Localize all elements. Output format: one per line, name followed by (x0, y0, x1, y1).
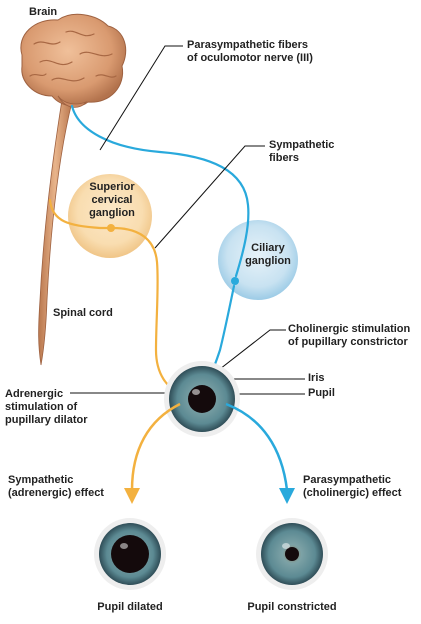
sympathetic-fibers-label: Sympathetic fibers (269, 139, 335, 164)
parasympathetic-effect-arrow (225, 402, 289, 491)
brain-label: Brain (29, 6, 58, 18)
pupil-dilated-label: Pupil dilated (97, 601, 163, 613)
dilated-eye (94, 518, 166, 590)
sympathetic-arrowhead (124, 488, 140, 504)
superior-cervical-ganglion-label: Superior cervical ganglion (89, 181, 135, 219)
constricted-eye (256, 518, 328, 590)
sympathetic-effect-label: Sympathetic (adrenergic) effect (8, 474, 104, 499)
sympathetic-effect-arrow (130, 402, 181, 491)
pupil-constricted-label: Pupil constricted (247, 601, 337, 613)
parasympathetic-fibers-label: Parasympathetic fibers of oculomotor ner… (187, 39, 313, 64)
parasympathetic-effect-label: Parasympathetic (cholinergic) effect (303, 474, 402, 499)
parasympathetic-synapse (231, 277, 239, 285)
cholinergic-stimulation-label: Cholinergic stimulation of pupillary con… (288, 323, 411, 348)
superior-cervical-ganglion (68, 174, 152, 258)
parasympathetic-arrowhead (279, 488, 295, 504)
spinal-cord-label: Spinal cord (53, 307, 113, 319)
main-eye (164, 361, 240, 437)
ciliary-ganglion-label: Ciliary ganglion (245, 242, 291, 267)
brain-illustration (20, 13, 127, 108)
iris-label: Iris (308, 372, 325, 384)
sympathetic-synapse (107, 224, 115, 232)
sympathetic-pathway (48, 198, 182, 396)
spinal-cord (38, 99, 73, 366)
pupil-label: Pupil (308, 387, 335, 399)
adrenergic-stimulation-label: Adrenergic stimulation of pupillary dila… (5, 388, 88, 426)
